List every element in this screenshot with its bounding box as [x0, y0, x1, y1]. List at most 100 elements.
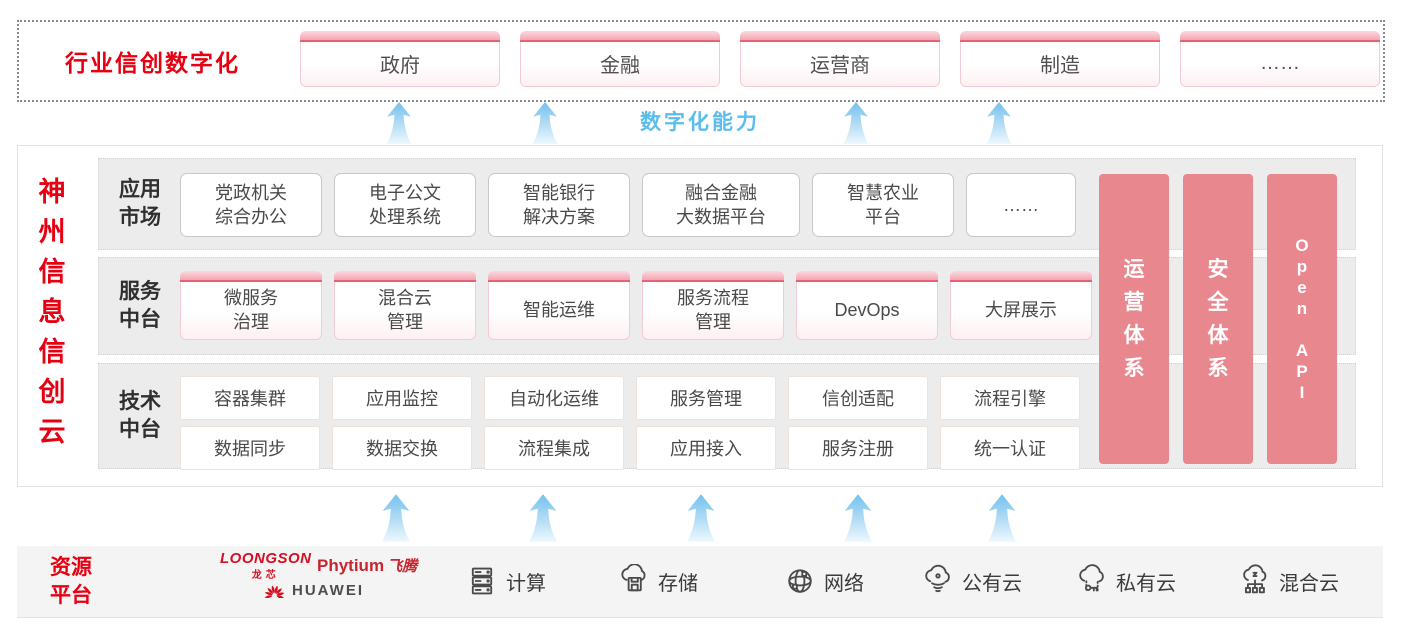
- box-accent-bar: [950, 271, 1092, 282]
- resource-storage: 存储: [617, 564, 698, 598]
- industry-band: 行业信创数字化 政府 金融 运营商 制造 ……: [17, 20, 1385, 102]
- feature-box-label: 智能运维: [523, 300, 595, 320]
- box-accent-bar: [334, 271, 476, 282]
- up-arrow-icon: [532, 102, 558, 144]
- public-cloud-icon: [925, 564, 950, 593]
- up-arrow-icon: [382, 494, 410, 542]
- resource-label: 计算: [506, 572, 546, 595]
- feature-box: 应用监控: [332, 376, 472, 420]
- hybrid-cloud-icon: [1243, 564, 1267, 594]
- industry-box-manufacturing: 制造: [960, 31, 1160, 87]
- feature-box-label: 大屏展示: [985, 300, 1057, 320]
- private-cloud-icon: [1079, 564, 1104, 592]
- industry-box-label: 金融: [600, 55, 640, 77]
- feature-box: 混合云 管理: [334, 271, 476, 340]
- loongson-logo-text: LOONGSON: [220, 550, 312, 567]
- feature-box: 数据交换: [332, 426, 472, 470]
- platform-vertical-title: 神 州 信 息 信 创 云: [38, 177, 66, 447]
- resource-label: 私有云: [1116, 572, 1176, 595]
- industry-boxes: 政府 金融 运营商 制造 ……: [300, 31, 1380, 87]
- resource-compute: 计算: [465, 564, 546, 598]
- resource-label: 混合云: [1279, 572, 1339, 595]
- feature-box-label: DevOps: [834, 300, 900, 320]
- industry-box-label: 制造: [1040, 55, 1080, 77]
- box-accent-bar: [180, 271, 322, 282]
- storage-icon: [621, 564, 646, 592]
- box-accent-bar: [520, 31, 720, 42]
- feature-box: 流程引擎: [940, 376, 1080, 420]
- compute-icon: [471, 567, 493, 595]
- huawei-flower-icon: [264, 585, 285, 598]
- up-arrow-icon: [529, 494, 557, 542]
- feature-box: 信创适配: [788, 376, 928, 420]
- row-label: 应用市场: [119, 178, 161, 229]
- up-arrow-icon: [844, 494, 872, 542]
- feature-box: 容器集群: [180, 376, 320, 420]
- feature-box: 自动化运维: [484, 376, 624, 420]
- resource-network: 网络: [783, 564, 864, 598]
- feature-box: 智能运维: [488, 271, 630, 340]
- feature-box: 电子公文 处理系统: [334, 173, 476, 237]
- row-label: 服务中台: [119, 280, 161, 331]
- box-accent-bar: [1180, 31, 1380, 42]
- resource-platform-title: 资源平台: [50, 555, 92, 607]
- up-arrow-icon: [986, 102, 1012, 144]
- industry-band-title: 行业信创数字化: [65, 50, 240, 76]
- industry-box-operator: 运营商: [740, 31, 940, 87]
- phytium-logo-text: Phytium: [317, 556, 385, 575]
- feature-box: 微服务 治理: [180, 271, 322, 340]
- row-items: 微服务 治理 混合云 管理 智能运维 服务流程 管理 DevOps: [180, 271, 1092, 340]
- box-accent-bar: [796, 271, 938, 282]
- network-icon: [788, 569, 812, 593]
- row-label: 技术中台: [119, 390, 161, 441]
- feature-box: 融合金融 大数据平台: [642, 173, 800, 237]
- feature-box: 应用接入: [636, 426, 776, 470]
- loongson-logo: LOONGSON 龙芯: [220, 550, 312, 581]
- row-items: 容器集群 应用监控 自动化运维 服务管理 信创适配 流程引擎 数据同步 数据交换…: [180, 376, 1080, 470]
- feature-box-label: 服务流程 管理: [677, 288, 749, 332]
- phytium-logo: Phytium 飞腾: [317, 555, 417, 576]
- up-arrow-icon: [687, 494, 715, 542]
- industry-box-label: 政府: [380, 55, 420, 77]
- up-arrow-icon: [386, 102, 412, 144]
- feature-box: 智能银行 解决方案: [488, 173, 630, 237]
- up-arrow-icon: [843, 102, 869, 144]
- feature-box: 服务管理: [636, 376, 776, 420]
- feature-box: 服务流程 管理: [642, 271, 784, 340]
- phytium-logo-subtext: 飞腾: [387, 558, 418, 575]
- feature-box: 大屏展示: [950, 271, 1092, 340]
- feature-box: 智慧农业 平台: [812, 173, 954, 237]
- box-accent-bar: [642, 271, 784, 282]
- industry-box-government: 政府: [300, 31, 500, 87]
- box-accent-bar: [960, 31, 1160, 42]
- feature-box: 数据同步: [180, 426, 320, 470]
- huawei-logo-text: HUAWEI: [292, 582, 364, 599]
- resource-private-cloud: 私有云: [1075, 564, 1176, 598]
- capability-label: 数字化能力: [640, 111, 760, 134]
- industry-box-more: ……: [1180, 31, 1380, 87]
- resource-label: 存储: [658, 572, 698, 595]
- feature-box: 服务注册: [788, 426, 928, 470]
- pillar-open-api: O p e n A P I: [1267, 174, 1337, 464]
- feature-box-label: 混合云 管理: [378, 288, 432, 332]
- resource-platform-band: 资源平台 LOONGSON 龙芯 Phytium 飞腾: [17, 546, 1383, 618]
- huawei-logo: HUAWEI: [263, 582, 364, 599]
- pillar-operations-system: 运 营 体 系: [1099, 174, 1169, 464]
- industry-box-label: 运营商: [810, 55, 870, 77]
- feature-box: DevOps: [796, 271, 938, 340]
- industry-box-label: ……: [1260, 52, 1300, 74]
- feature-box-label: 微服务 治理: [224, 288, 278, 332]
- pillar-security-system: 安 全 体 系: [1183, 174, 1253, 464]
- box-accent-bar: [300, 31, 500, 42]
- industry-box-finance: 金融: [520, 31, 720, 87]
- box-accent-bar: [488, 271, 630, 282]
- resource-label: 公有云: [962, 572, 1022, 595]
- feature-box: 统一认证: [940, 426, 1080, 470]
- resource-hybrid-cloud: 混合云: [1238, 564, 1339, 598]
- loongson-logo-subtext: 龙芯: [251, 570, 280, 581]
- row-items: 党政机关 综合办公 电子公文 处理系统 智能银行 解决方案 融合金融 大数据平台…: [180, 173, 1076, 237]
- feature-box: 流程集成: [484, 426, 624, 470]
- up-arrow-icon: [988, 494, 1016, 542]
- cloud-platform-box: 神 州 信 息 信 创 云 应用市场 党政机关 综合办公 电子公文 处理系统 智…: [17, 145, 1383, 487]
